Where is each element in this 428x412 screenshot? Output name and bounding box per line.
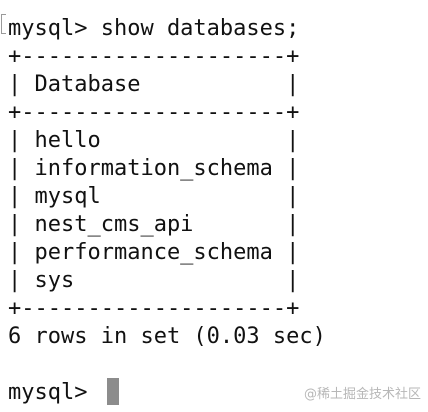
table-header: | Database |: [8, 72, 300, 97]
table-row: | hello |: [8, 128, 300, 153]
table-row: | performance_schema |: [8, 240, 300, 265]
watermark: @稀土掘金技术社区: [303, 387, 421, 402]
scroll-marker: [1, 14, 6, 34]
table-row: | mysql |: [8, 184, 300, 209]
table-border-middle: +--------------------+: [8, 100, 300, 125]
current-prompt[interactable]: mysql>: [8, 380, 101, 405]
command-line: mysql> show databases;: [8, 16, 300, 41]
table-row: | information_schema |: [8, 156, 300, 181]
table-border-bottom: +--------------------+: [8, 296, 300, 321]
text-cursor: [107, 378, 119, 405]
table-row: | nest_cms_api |: [8, 212, 300, 237]
result-summary: 6 rows in set (0.03 sec): [8, 324, 326, 349]
table-row: | sys |: [8, 268, 300, 293]
table-border-top: +--------------------+: [8, 44, 300, 69]
